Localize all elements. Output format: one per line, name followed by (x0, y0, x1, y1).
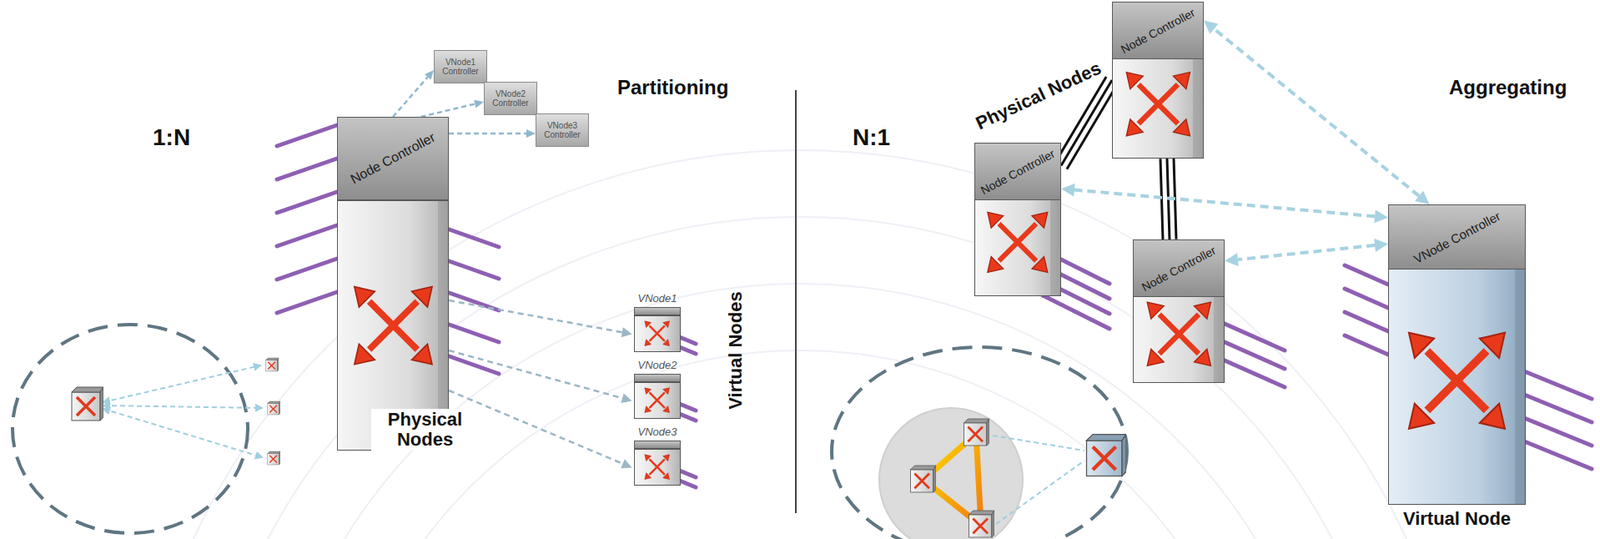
controller-cap: Node Controller (337, 116, 449, 201)
controller-cap: Node Controller (1111, 1, 1204, 60)
arrowhead (1203, 20, 1218, 35)
controller-cap (633, 306, 681, 316)
switch-arrows (638, 318, 676, 348)
arrowhead (1061, 183, 1076, 197)
background-arcs (132, 150, 1468, 539)
switch-arrows (1120, 59, 1197, 150)
switch-body (633, 382, 681, 419)
vnode-label: VNode1 (623, 291, 691, 306)
divider (794, 90, 797, 514)
connector (1224, 238, 1389, 267)
arrowhead (526, 129, 536, 138)
controller-cap: VNode Controller (1388, 204, 1526, 270)
arrowhead (1373, 238, 1389, 252)
section-title: Partitioning (617, 76, 729, 99)
controller-label: Node Controller (1118, 5, 1198, 56)
dashed-link (448, 300, 623, 333)
controller-cap (633, 373, 681, 383)
connector (392, 70, 434, 117)
connector (448, 300, 633, 338)
dashed-link (448, 132, 527, 136)
physical-node: Node Controller (1111, 1, 1204, 159)
physical-node: Node Controller (337, 116, 449, 451)
dashed-link (392, 76, 428, 117)
controller-label: Node Controller (347, 130, 438, 188)
arrowhead (1224, 252, 1239, 267)
switch-body (1388, 256, 1526, 505)
dashed-link (1213, 29, 1419, 197)
arrowhead (621, 327, 633, 338)
controller-cap (633, 440, 681, 449)
switch-body (974, 188, 1062, 297)
arrowhead (620, 458, 632, 468)
link-line (1066, 83, 1118, 170)
arrowhead (1414, 191, 1429, 205)
aggregation-inset (831, 347, 1128, 539)
ratio-label: N:1 (852, 125, 891, 151)
ratio-label: 1:N (152, 125, 191, 151)
switch-icon (633, 373, 681, 419)
controller-label: Node Controller (1139, 242, 1218, 293)
virtual-node: VNode2 (623, 358, 691, 419)
controller-box: VNode3 Controller (535, 113, 589, 147)
physical-node: Node Controller (974, 142, 1062, 297)
switch-arrows (638, 452, 676, 482)
switch-body (1111, 50, 1204, 159)
vnode-label: VNode3 (623, 425, 691, 439)
partition-inset (12, 324, 281, 534)
controller-label: VNode3 Controller (540, 120, 584, 141)
controller-cap: Node Controller (1132, 239, 1225, 297)
dashed-link (448, 350, 623, 398)
virtual-node: VNode ControllerVirtual Node (1388, 204, 1526, 534)
switch-arrows (1141, 293, 1218, 375)
connector (448, 350, 633, 403)
section-title: Aggregating (1449, 76, 1567, 99)
controller-cap: Node Controller (974, 142, 1062, 201)
virtual-node: VNode3 (623, 425, 691, 486)
dashed-link (421, 104, 476, 117)
group-label: Physical Nodes (972, 58, 1105, 135)
switch-arrows (638, 385, 676, 415)
virtual-node: VNode1 (623, 291, 691, 353)
vnode-label: VNode2 (623, 358, 691, 373)
connector (448, 129, 536, 138)
group-label: Physical Nodes (371, 408, 479, 451)
controller-label: Node Controller (978, 145, 1057, 197)
arrowhead (620, 392, 632, 403)
controller-box: VNode2 Controller (483, 81, 538, 116)
connector (1061, 183, 1389, 224)
switch-icon (633, 306, 681, 353)
controller-label: VNode1 Controller (438, 57, 483, 77)
switch-arrows (347, 221, 440, 430)
switch-arrows (981, 197, 1054, 287)
physical-node: Node Controller (1132, 239, 1225, 383)
dashed-link (1237, 245, 1375, 260)
node-caption: Virtual Node (1354, 508, 1560, 530)
arrowhead (1373, 209, 1389, 223)
switch-arrows (1399, 276, 1515, 485)
connector (421, 100, 485, 117)
arrowhead (424, 70, 434, 81)
switch-body (633, 315, 681, 353)
dashed-link (1074, 190, 1375, 217)
switch-body (1132, 285, 1225, 383)
arrowhead (473, 100, 484, 109)
controller-box: VNode1 Controller (433, 50, 488, 84)
controller-label: VNode Controller (1411, 207, 1504, 266)
group-label: Virtual Nodes (725, 291, 746, 409)
switch-body (633, 448, 681, 486)
connector (1203, 20, 1430, 205)
controller-label: VNode2 Controller (488, 89, 533, 109)
switch-icon (633, 440, 681, 486)
